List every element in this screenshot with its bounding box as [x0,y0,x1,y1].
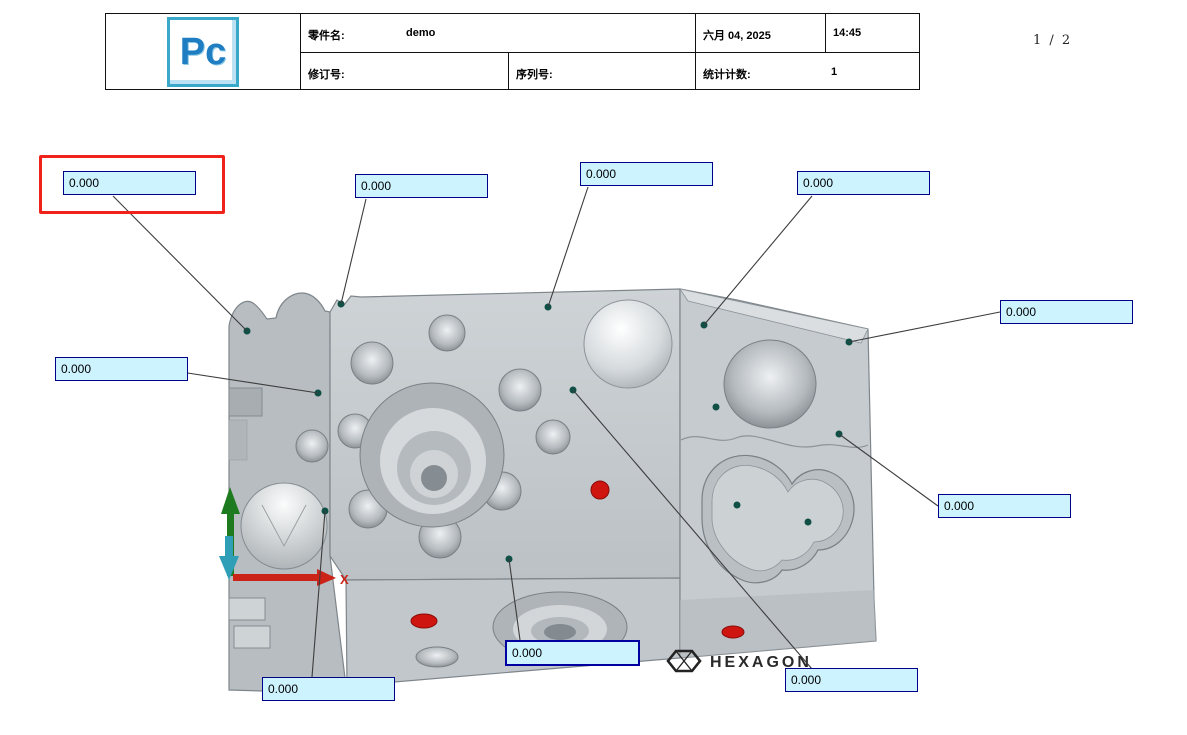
measurement-label-3[interactable]: 0.000 [580,162,713,186]
measurement-label-9[interactable]: 0.000 [785,668,918,692]
measurement-label-7[interactable]: 0.000 [938,494,1071,518]
tab-feature [228,597,266,621]
hexagon-logo-text: HEXAGON [710,654,812,671]
page-indicator: 1 / 2 [1033,33,1073,48]
part-name-label: 零件名: [308,30,345,42]
measurement-label-5[interactable]: 0.000 [1000,300,1133,324]
part-name-value: demo [406,27,436,39]
model-top-band [679,288,869,344]
coordinate-axes: X [219,487,349,587]
date-value: 六月 04, 2025 [703,30,771,42]
measurement-label-2[interactable]: 0.000 [355,174,488,198]
stat-count-label: 统计计数: [703,69,751,81]
notch [228,387,263,417]
leader-line [340,198,367,305]
serial-label: 序列号: [516,69,553,81]
pocket-feature [701,454,855,584]
leader-line [180,371,319,394]
stat-count-value: 1 [831,66,838,78]
leader-lines [112,186,1001,678]
revision-label: 修订号: [308,69,345,81]
cone-feature [240,482,328,570]
leader-line [508,558,521,641]
leader-line [311,510,326,678]
cad-model: X HEXAGON [219,288,877,692]
leader-line [703,195,813,326]
notch [228,419,248,461]
leader-line [572,389,813,670]
x-axis-label: X [340,572,349,587]
x-axis-arrow [233,569,336,586]
measurement-label-8[interactable]: 0.000 [505,640,640,666]
pcdmis-logo: Pc [167,17,239,87]
small-bore-feature [415,646,459,668]
hexagon-logo-icon [666,649,702,673]
pcdmis-logo-text: Pc [179,31,227,73]
bore-feature [723,339,817,429]
header-border [105,13,920,90]
time-value: 14:45 [833,27,862,39]
leader-line [838,433,939,507]
counterbore-feature [359,382,505,528]
leader-line [547,186,589,308]
red-marker-points [410,480,745,639]
tab-feature [233,625,271,649]
measurement-label-10[interactable]: 0.000 [262,677,395,701]
model-ridge-line [680,435,869,449]
hexagon-logo: HEXAGON [666,649,812,673]
model-bottom-shade [680,590,876,658]
z-axis-arrow [219,536,239,580]
leader-line [848,311,1001,343]
measurement-label-1[interactable]: 0.000 [63,171,196,195]
measurement-label-6[interactable]: 0.000 [55,357,188,381]
measurement-label-4[interactable]: 0.000 [797,171,930,195]
leader-line [112,195,248,332]
sphere-feature [583,299,673,389]
